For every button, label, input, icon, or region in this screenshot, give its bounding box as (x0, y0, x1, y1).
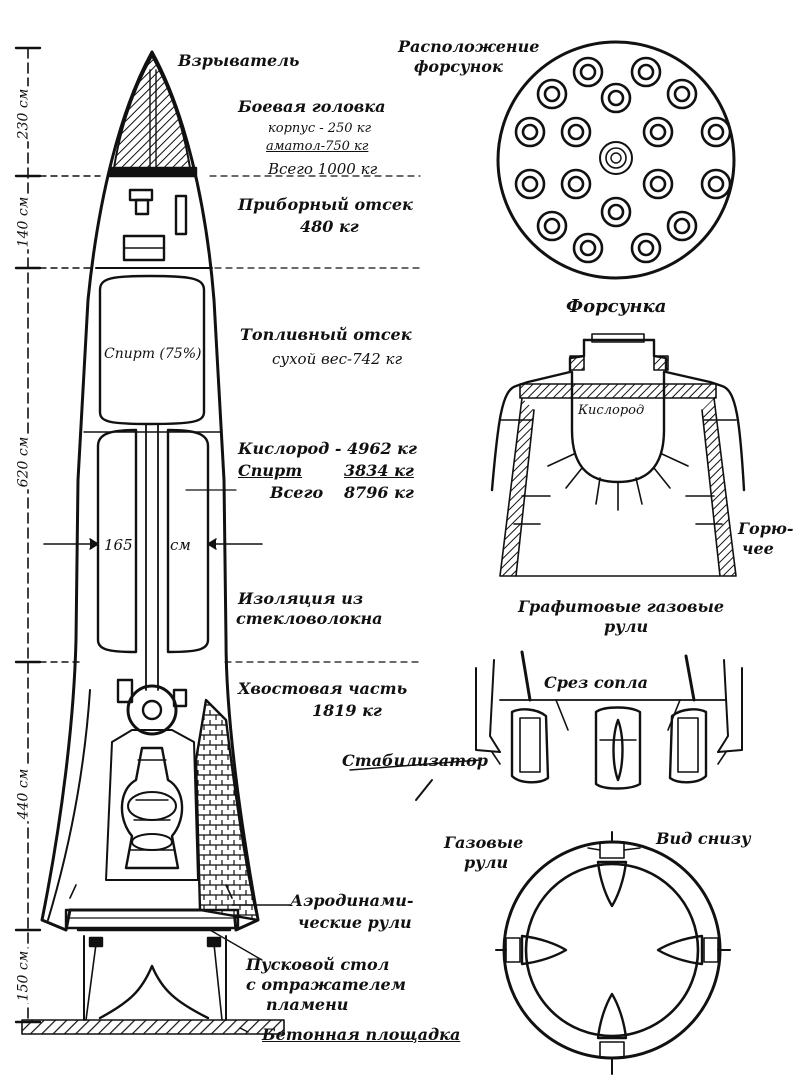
graphite-rudders (349, 650, 743, 801)
label-stabilizer: Стабилизатор (342, 751, 488, 770)
label-total-mass: 8796 кг (344, 483, 414, 502)
label-aero-rudders-2: ческие рули (298, 913, 412, 932)
label-aero-rudders-1: Аэродинами- (290, 891, 414, 910)
label-alcohol-name: Спирт (238, 461, 303, 480)
label-warhead: Боевая головка (238, 97, 386, 116)
label-gas-rudders-1: Газовые (444, 833, 524, 852)
dimension-140: 140 см (15, 194, 32, 250)
label-warhead-body: корпус - 250 кг (268, 121, 372, 136)
rocket-body (40, 50, 260, 932)
label-tail: Хвостовая часть (238, 679, 408, 698)
label-diameter-unit: см (170, 536, 191, 554)
dimension-620: 620 см (15, 434, 32, 490)
label-detonator: Взрыватель (178, 51, 300, 70)
diameter-arrows (43, 489, 263, 550)
label-total-name: Всего (270, 483, 324, 502)
height-dimension-line (14, 46, 421, 1024)
label-alcohol-mass: 3834 кг (344, 461, 414, 480)
leader-lines (209, 904, 291, 1033)
label-tail-mass: 1819 кг (312, 701, 382, 720)
label-injectors-2: форсунок (414, 57, 503, 76)
label-fuel-1: Горю- (738, 519, 794, 538)
injector-detail (490, 333, 746, 577)
label-gas-rudders-2: рули (464, 853, 509, 872)
label-bottom-view: Вид снизу (656, 829, 751, 848)
label-warhead-total: Всего 1000 кг (268, 160, 378, 178)
dimension-230: 230 см (15, 86, 32, 142)
label-injectors-1: Расположение (398, 37, 540, 56)
label-oxygen-small: Кислород (578, 403, 645, 418)
injector-layout-plate (496, 40, 736, 280)
label-tank-alcohol: Спирт (75%) (104, 346, 202, 362)
label-fuel-bay: Топливный отсек (240, 325, 412, 344)
label-graphite-1: Графитовые газовые (518, 597, 725, 616)
bottom-view (495, 831, 731, 1075)
label-instrument-bay: Приборный отсек (238, 195, 413, 214)
label-diameter-value: 165 (104, 536, 133, 554)
dimension-150: 150 см (15, 948, 32, 1004)
label-instrument-mass: 480 кг (300, 217, 359, 236)
label-fuel-2: чее (742, 539, 774, 558)
label-concrete: Бетонная площадка (262, 1025, 461, 1044)
label-nozzle-cut: Срез сопла (544, 673, 649, 692)
label-launch-table-3: пламени (266, 995, 349, 1014)
label-oxygen: Кислород - 4962 кг (238, 439, 418, 458)
label-launch-table-1: Пусковой стол (246, 955, 390, 974)
label-insulation-1: Изоляция из (238, 589, 364, 608)
label-injector: Форсунка (566, 296, 667, 317)
label-launch-table-2: с отражателем (246, 975, 406, 994)
label-fuel-dry: сухой вес-742 кг (272, 350, 403, 368)
dimension-440: 440 см (15, 766, 32, 822)
label-graphite-2: рули (604, 617, 649, 636)
label-insulation-2: стекловолокна (236, 609, 383, 628)
label-warhead-amatol: аматол-750 кг (266, 139, 369, 154)
launch-table (21, 928, 285, 1035)
